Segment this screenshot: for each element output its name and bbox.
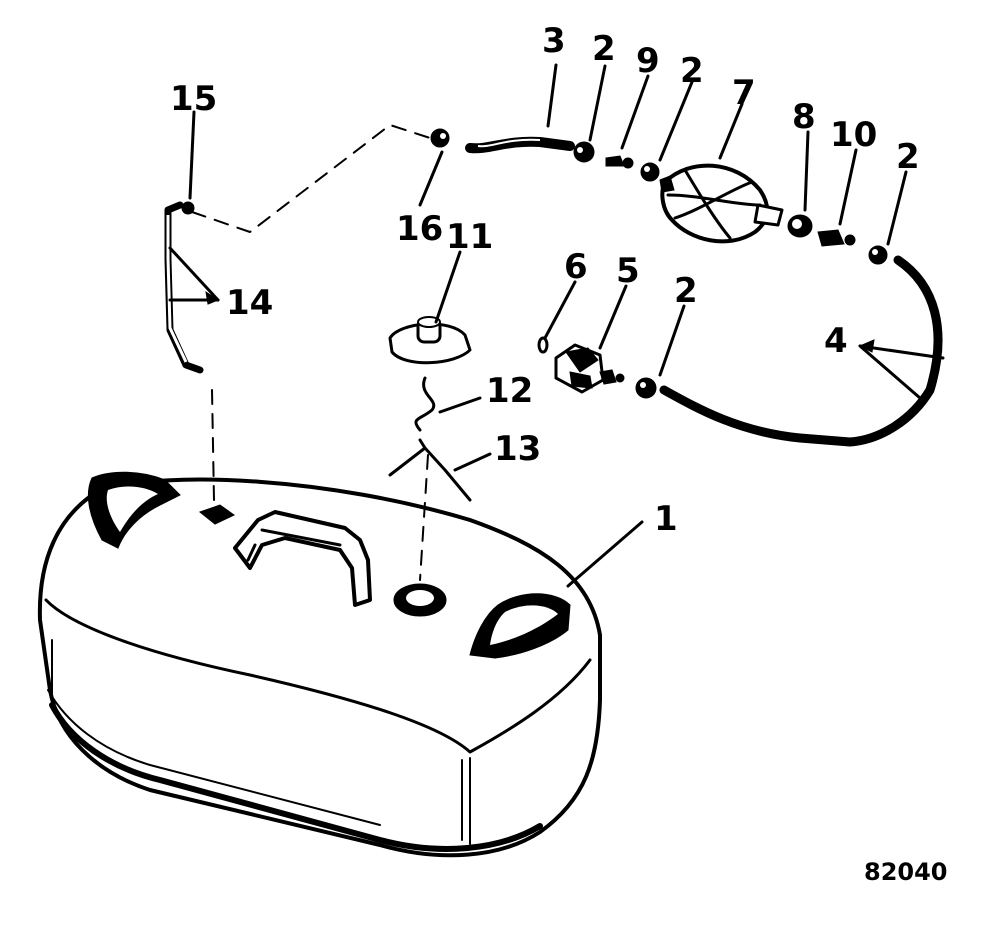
callout-9: 9 <box>636 41 660 81</box>
tank-grip-left <box>87 471 181 549</box>
tank-handle <box>233 510 372 607</box>
callout-2d: 2 <box>674 271 698 311</box>
connector-10 <box>817 229 856 247</box>
fuel-hose-3 <box>465 136 575 154</box>
callout-2c: 2 <box>896 137 920 177</box>
fuel-tank <box>37 471 602 858</box>
leader-arrowheads <box>205 290 875 353</box>
callout-16: 16 <box>396 209 443 249</box>
clamp-2c <box>868 245 888 265</box>
clamp-2a <box>573 141 595 163</box>
clamp-2b <box>640 162 660 182</box>
callout-14: 14 <box>226 283 273 323</box>
callout-2b: 2 <box>680 51 704 91</box>
callout-13: 13 <box>494 429 541 469</box>
callout-1: 1 <box>654 499 678 539</box>
figure-number: 82040 <box>864 858 948 886</box>
pickup-tube <box>164 201 204 374</box>
fuel-hose-4 <box>659 255 943 447</box>
callout-7: 7 <box>732 73 756 113</box>
cap-retainer <box>388 438 472 502</box>
primer-bulb <box>659 163 784 244</box>
clamp-2d <box>635 377 657 399</box>
filler-neck <box>393 583 447 617</box>
callout-15: 15 <box>170 79 217 119</box>
callout-5: 5 <box>616 251 640 291</box>
hose-connector-5 <box>554 343 625 394</box>
cap-chain <box>414 376 436 432</box>
callout-12: 12 <box>486 371 533 411</box>
tank-grip-right <box>469 593 571 659</box>
pickup-connector <box>181 201 195 215</box>
tank-fitting-square <box>198 504 235 525</box>
clamp-8 <box>787 214 813 238</box>
callout-8: 8 <box>792 97 816 137</box>
callout-6: 6 <box>564 247 588 287</box>
fuel-cap <box>388 316 472 365</box>
callout-10: 10 <box>830 115 877 155</box>
callout-2a: 2 <box>592 29 616 69</box>
check-valve-9 <box>605 155 634 169</box>
leader-lines <box>168 63 945 588</box>
o-ring-6 <box>537 336 549 354</box>
callout-3: 3 <box>542 21 566 61</box>
hose-fitting-16 <box>430 128 450 148</box>
callout-11: 11 <box>446 217 493 257</box>
callout-4: 4 <box>824 321 848 361</box>
